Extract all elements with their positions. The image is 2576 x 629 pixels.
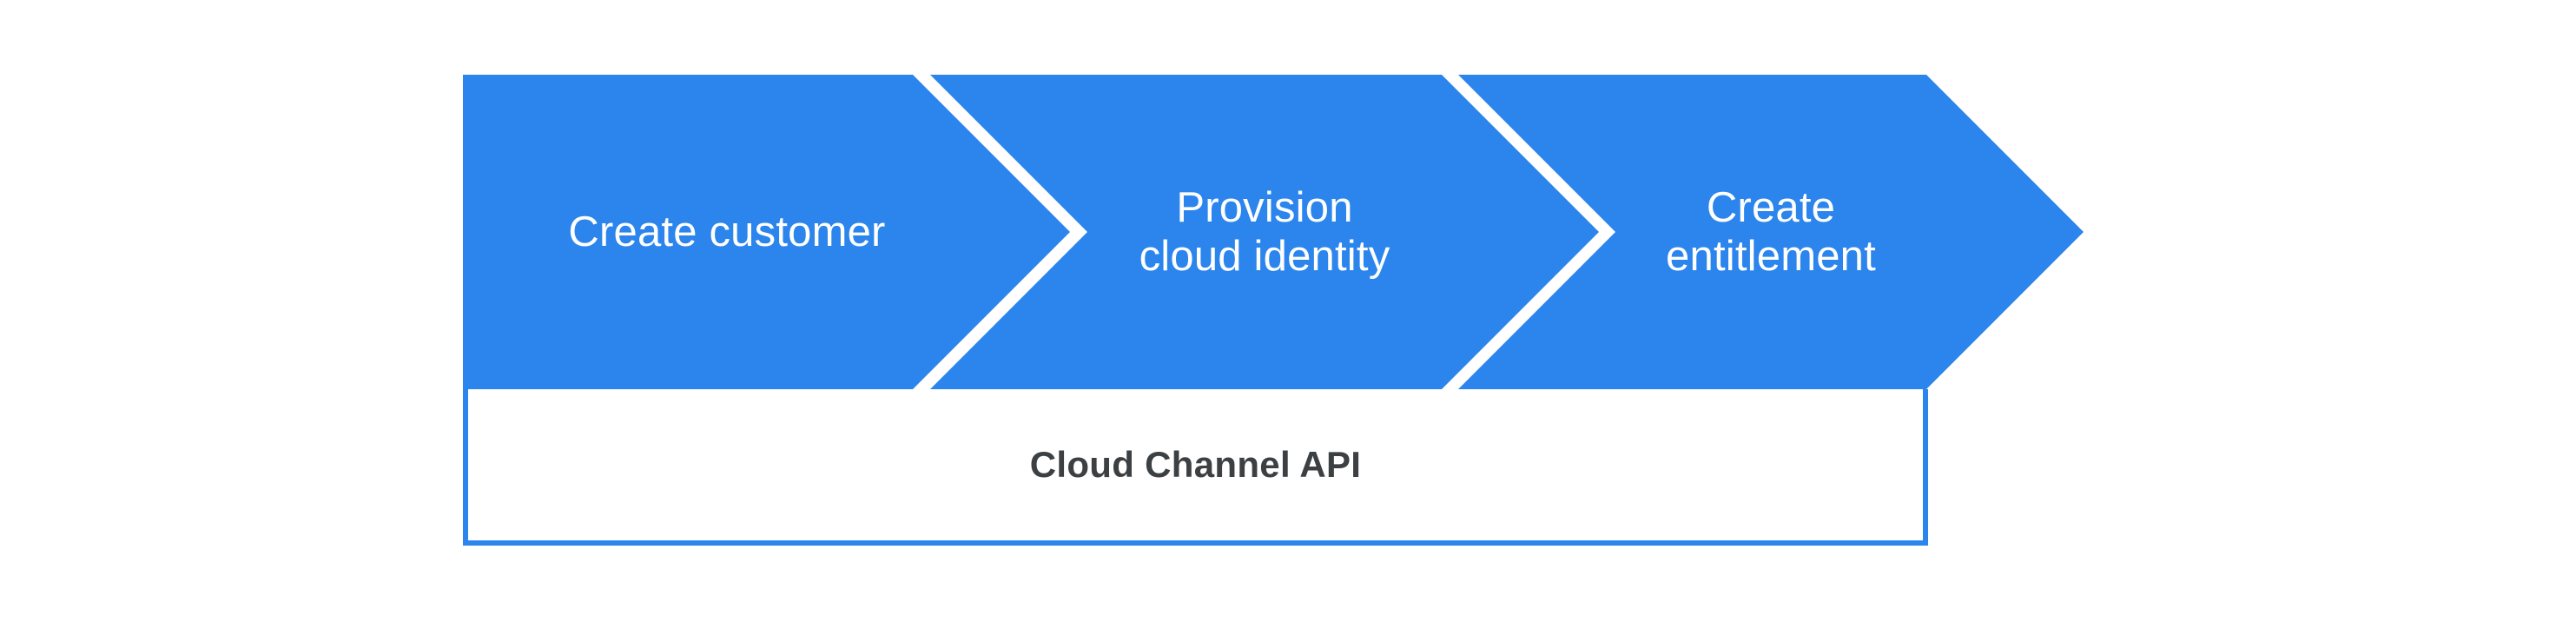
step-provision-cloud-identity-label: Provision cloud identity — [1139, 183, 1390, 280]
api-box-label: Cloud Channel API — [1029, 444, 1362, 485]
provisioning-flow: Create customer Provision cloud identity… — [463, 75, 2084, 389]
step-provision-cloud-identity: Provision cloud identity — [930, 75, 1599, 389]
step-create-entitlement-label: Create entitlement — [1666, 183, 1876, 280]
api-box: Cloud Channel API — [463, 389, 1928, 546]
step-create-customer-label: Create customer — [568, 208, 886, 255]
